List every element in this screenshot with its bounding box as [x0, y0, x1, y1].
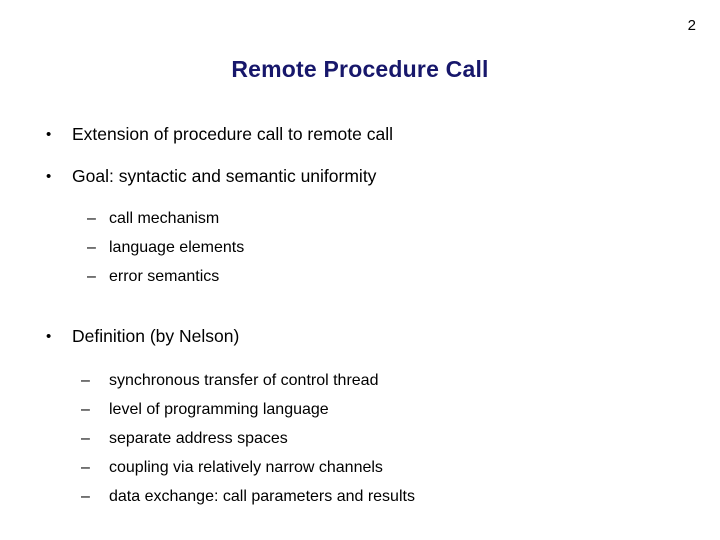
dash-icon: –: [87, 239, 96, 256]
sub-bullet-item: – separate address spaces: [81, 424, 680, 453]
bullet-text: Goal: syntactic and semantic uniformity: [72, 166, 377, 186]
bullet-group-2: • Goal: syntactic and semantic uniformit…: [40, 164, 680, 291]
dash-icon: –: [81, 459, 90, 476]
slide-title: Remote Procedure Call: [231, 56, 489, 82]
sub-bullet-text: separate address spaces: [109, 430, 288, 447]
bullet-item: • Definition (by Nelson): [40, 324, 680, 349]
group-spacer: [40, 291, 680, 324]
sub-bullet-item: – level of programming language: [81, 395, 680, 424]
sub-bullet-item: – language elements: [87, 233, 680, 262]
sub-bullet-text: call mechanism: [109, 210, 220, 227]
sub-bullet-list: – call mechanism – language elements – e…: [87, 204, 680, 291]
sub-bullet-text: data exchange: call parameters and resul…: [109, 488, 415, 505]
page-number: 2: [687, 17, 696, 34]
bullet-text: Definition (by Nelson): [72, 326, 240, 346]
sub-bullet-text: error semantics: [109, 268, 220, 285]
dash-icon: –: [81, 430, 90, 447]
sub-bullet-text: level of programming language: [109, 401, 329, 418]
sub-bullet-item: – call mechanism: [87, 204, 680, 233]
sub-bullet-item: – data exchange: call parameters and res…: [81, 482, 680, 511]
sub-bullet-item: – coupling via relatively narrow channel…: [81, 453, 680, 482]
dash-icon: –: [81, 372, 90, 389]
bullet-text: Extension of procedure call to remote ca…: [72, 124, 393, 144]
dash-icon: –: [81, 488, 90, 505]
sub-bullet-text: synchronous transfer of control thread: [109, 372, 379, 389]
dash-icon: –: [87, 210, 96, 227]
bullet-item: • Goal: syntactic and semantic uniformit…: [40, 164, 680, 189]
bullet-dot-icon: •: [46, 328, 52, 345]
sub-bullet-item: – error semantics: [87, 262, 680, 291]
slide-body: • Extension of procedure call to remote …: [40, 122, 680, 511]
sub-bullet-item: – synchronous transfer of control thread: [81, 366, 680, 395]
dash-icon: –: [81, 401, 90, 418]
bullet-item: • Extension of procedure call to remote …: [40, 122, 680, 147]
bullet-dot-icon: •: [46, 126, 52, 143]
sub-bullet-text: language elements: [109, 239, 245, 256]
bullet-group-1: • Extension of procedure call to remote …: [40, 122, 680, 147]
bullet-dot-icon: •: [46, 168, 52, 185]
dash-icon: –: [87, 268, 96, 285]
bullet-group-3: • Definition (by Nelson) – synchronous t…: [40, 324, 680, 511]
sub-bullet-list: – synchronous transfer of control thread…: [81, 366, 680, 511]
sub-bullet-text: coupling via relatively narrow channels: [109, 459, 383, 476]
